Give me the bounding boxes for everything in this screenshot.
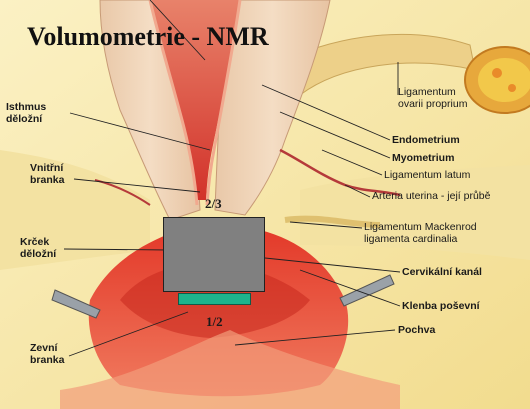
leader-cervikalni xyxy=(264,257,401,273)
leader-vnitrni xyxy=(73,178,201,193)
leader-lines xyxy=(63,0,401,357)
uterine-cavity xyxy=(150,0,240,200)
label-cervikalni: Cervikální kanál xyxy=(402,266,482,278)
leader-top xyxy=(149,0,206,61)
label-liglatum: Ligamentum latum xyxy=(384,169,471,181)
label-isthmus: Isthmus děložní xyxy=(6,101,46,125)
volume-bar-overlay xyxy=(178,293,251,305)
leader-arteria xyxy=(344,184,371,198)
label-vnitrni: Vnitřní branka xyxy=(30,162,64,186)
label-zevni-line2: branka xyxy=(30,354,65,366)
label-klenba: Klenba poševní xyxy=(402,300,480,312)
leader-endometrium xyxy=(261,84,391,141)
ovary-inner xyxy=(478,58,530,102)
leader-pochva xyxy=(234,329,396,346)
fraction-upper: 2/3 xyxy=(205,196,222,211)
label-isthmus-line2: děložní xyxy=(6,113,43,125)
leader-klenba xyxy=(299,269,401,307)
label-zevni-line1: Zevní xyxy=(30,342,58,354)
uterine-artery xyxy=(279,148,401,197)
label-ligmack: Ligamentum Mackenrod ligamenta cardinali… xyxy=(364,221,477,245)
label-zevni: Zevní branka xyxy=(30,342,64,366)
leader-krcek xyxy=(63,248,169,251)
vagina-lower xyxy=(60,330,400,409)
broad-ligament-left xyxy=(0,150,150,270)
volume-box-overlay xyxy=(163,217,265,292)
cardinal-ligament xyxy=(284,215,381,228)
label-ligovarii-line2: ovarii proprium xyxy=(398,98,468,110)
label-vnitrni-line2: branka xyxy=(30,174,65,186)
fraction-lower: 1/2 xyxy=(206,314,223,329)
slide-title: Volumometrie - NMR xyxy=(27,22,269,51)
leader-ligmack xyxy=(289,221,363,229)
label-krcek: Krček děložní xyxy=(20,236,56,260)
ovary-follicle xyxy=(492,68,502,78)
label-arteria: Arteria uterina - její průbě xyxy=(372,190,491,202)
label-pochva: Pochva xyxy=(398,324,436,336)
leader-liglatum xyxy=(321,149,383,176)
label-vnitrni-line1: Vnitřní xyxy=(30,162,64,174)
label-ligovarii: Ligamentum ovarii proprium xyxy=(398,86,467,110)
label-endometrium: Endometrium xyxy=(392,134,460,146)
label-ligmack-line2: ligamenta cardinalia xyxy=(364,233,458,245)
endometrium-edge-right xyxy=(205,0,242,206)
instrument-left xyxy=(51,289,101,319)
endometrium-edge-left xyxy=(148,0,199,206)
label-ligmack-line1: Ligamentum Mackenrod xyxy=(364,221,477,233)
leader-zevni xyxy=(68,311,189,357)
label-myometrium: Myometrium xyxy=(392,152,455,164)
label-ligovarii-line1: Ligamentum xyxy=(398,86,456,98)
leader-isthmus xyxy=(69,112,211,151)
ovary-follicle xyxy=(508,84,516,92)
label-isthmus-line1: Isthmus xyxy=(6,101,47,113)
leader-myometrium xyxy=(279,111,391,159)
label-krcek-line1: Krček xyxy=(20,236,50,248)
label-krcek-line2: děložní xyxy=(20,248,57,260)
